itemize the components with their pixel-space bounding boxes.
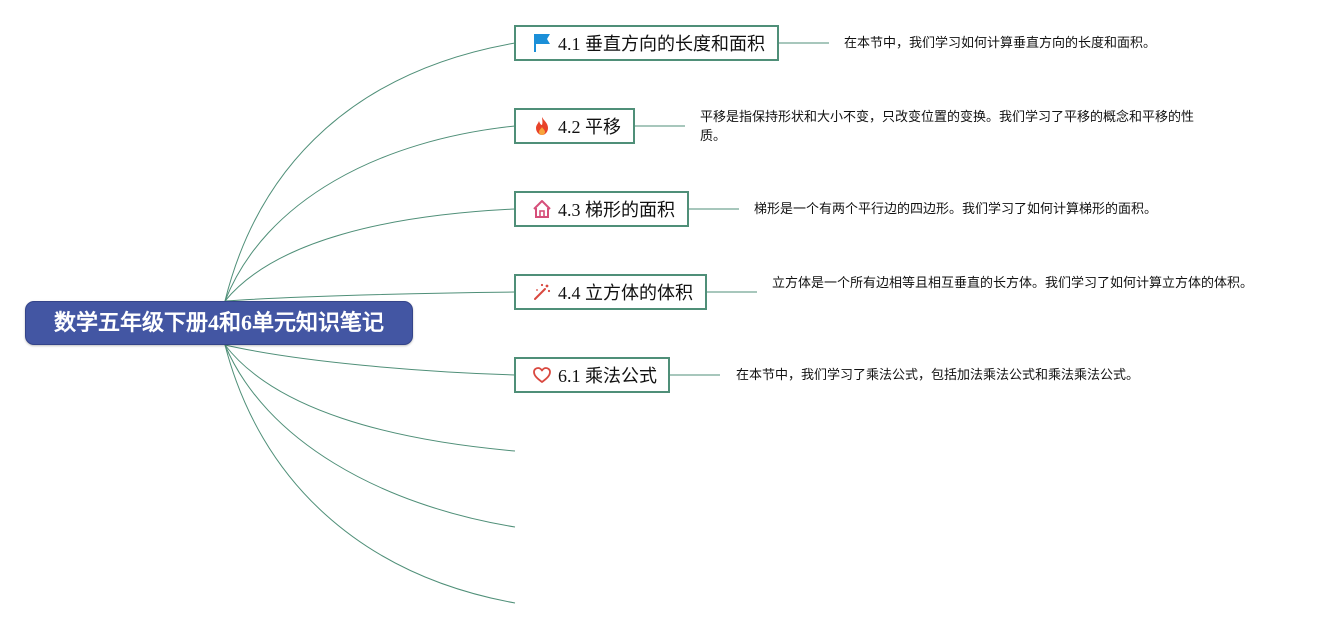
branch-line-empty-1	[224, 344, 516, 452]
topic-4-4[interactable]: 4.4 立方体的体积	[514, 274, 707, 310]
branch-line-4-2	[224, 125, 516, 302]
topic-4-2[interactable]: 4.2 平移	[514, 108, 635, 144]
branch-line-empty-3	[224, 344, 516, 604]
topic-note-6-1: 在本节中，我们学习了乘法公式，包括加法乘法公式和乘法乘法公式。	[736, 368, 1140, 383]
topic-label: 6.1 乘法公式	[558, 366, 657, 386]
topic-4-3[interactable]: 4.3 梯形的面积	[514, 191, 689, 227]
topic-note-4-2: 平移是指保持形状和大小不变，只改变位置的变换。我们学习了平移的概念和平移的性质。	[700, 110, 1195, 144]
branch-line-4-1	[224, 42, 516, 302]
magic-wand-icon	[532, 282, 552, 302]
flag-icon	[532, 33, 552, 53]
topic-note-4-4: 立方体是一个所有边相等且相互垂直的长方体。我们学习了如何计算立方体的体积。	[772, 276, 1254, 291]
branch-line-4-4	[224, 291, 516, 302]
topic-label: 4.2 平移	[558, 117, 621, 137]
topic-label: 4.4 立方体的体积	[558, 283, 693, 303]
topic-note-4-3: 梯形是一个有两个平行边的四边形。我们学习了如何计算梯形的面积。	[754, 202, 1158, 217]
branch-line-6-1	[224, 344, 516, 376]
topic-label: 4.3 梯形的面积	[558, 200, 675, 220]
root-topic[interactable]: 数学五年级下册4和6单元知识笔记	[25, 301, 413, 345]
heart-icon	[532, 365, 552, 385]
fire-icon	[532, 116, 552, 136]
topic-label: 4.1 垂直方向的长度和面积	[558, 34, 765, 54]
topic-6-1[interactable]: 6.1 乘法公式	[514, 357, 670, 393]
topic-4-1[interactable]: 4.1 垂直方向的长度和面积	[514, 25, 779, 61]
branch-line-4-3	[224, 208, 516, 302]
branch-line-empty-2	[224, 344, 516, 528]
topic-note-4-1: 在本节中，我们学习如何计算垂直方向的长度和面积。	[844, 36, 1157, 51]
home-icon	[532, 199, 552, 219]
